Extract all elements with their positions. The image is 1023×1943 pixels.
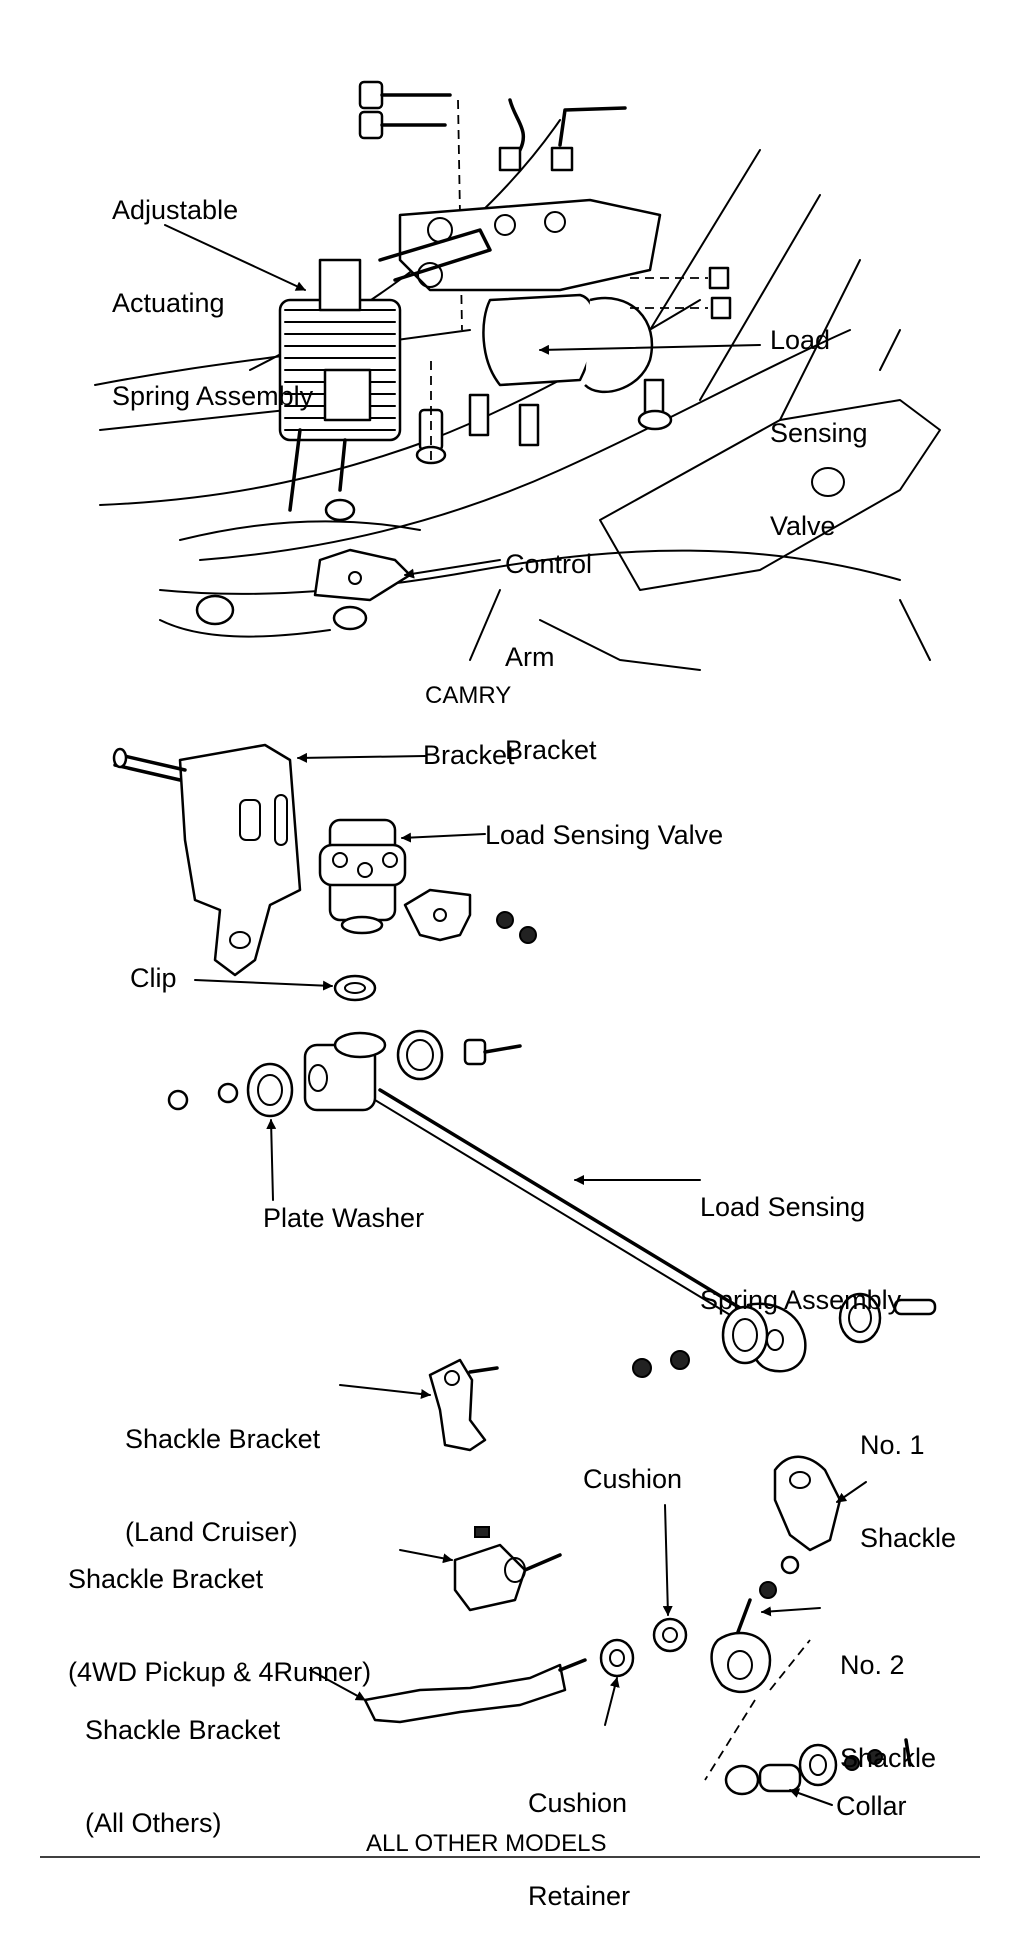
- caption-all-other-models: ALL OTHER MODELS: [366, 1830, 607, 1857]
- label-line: Spring Assembly: [700, 1285, 902, 1315]
- label-line: Load: [770, 325, 831, 355]
- label-line: (Land Cruiser): [125, 1517, 298, 1547]
- label-shackle-bracket-land-cruiser: Shackle Bracket (Land Cruiser): [125, 1362, 320, 1579]
- label-adjustable-actuating-spring-assembly: Adjustable Actuating Spring Assembly: [112, 133, 313, 443]
- exploded-view-drawing: [40, 80, 980, 1858]
- label-line: Shackle Bracket: [68, 1564, 264, 1594]
- label-shackle-bracket-4wd: Shackle Bracket (4WD Pickup & 4Runner): [68, 1502, 371, 1719]
- label-line: (All Others): [85, 1808, 222, 1838]
- label-camry-load-sensing-valve: Load Sensing Valve: [770, 263, 868, 573]
- label-collar: Collar: [836, 1791, 907, 1821]
- label-control-arm-bracket: Control Arm Bracket: [505, 487, 597, 797]
- label-line: Shackle Bracket: [85, 1715, 281, 1745]
- label-line: (4WD Pickup & 4Runner): [68, 1657, 372, 1687]
- spring-rod-part: [303, 1031, 807, 1373]
- label-line: Arm: [505, 642, 555, 672]
- label-line: Shackle: [860, 1523, 957, 1553]
- coil-spring: [278, 228, 492, 442]
- label-no1-shackle: No. 1 Shackle: [860, 1368, 956, 1585]
- label-load-sensing-valve: Load Sensing Valve: [485, 820, 724, 850]
- caption-camry: CAMRY: [425, 682, 512, 709]
- label-plate-washer: Plate Washer: [263, 1203, 425, 1233]
- label-clip: Clip: [130, 963, 177, 993]
- label-bracket: Bracket: [423, 740, 515, 770]
- label-no2-shackle: No. 2 Shackle: [840, 1588, 936, 1805]
- camry-assembly: [94, 80, 941, 671]
- label-load-sensing-spring-assembly: Load Sensing Spring Assembly: [700, 1130, 901, 1347]
- label-cushion: Cushion: [583, 1464, 683, 1494]
- label-line: Cushion: [528, 1788, 628, 1818]
- label-line: Shackle: [840, 1743, 937, 1773]
- valve-part: [318, 818, 407, 935]
- label-line: Sensing: [770, 418, 868, 448]
- label-line: Control: [505, 549, 593, 579]
- label-line: Adjustable: [112, 195, 239, 225]
- label-line: No. 1: [860, 1430, 925, 1460]
- label-line: No. 2: [840, 1650, 905, 1680]
- diagram-canvas: Adjustable Actuating Spring Assembly Loa…: [40, 80, 980, 1911]
- label-line: Actuating: [112, 288, 225, 318]
- label-line: Spring Assembly: [112, 381, 314, 411]
- label-line: Load Sensing: [700, 1192, 866, 1222]
- label-line: Bracket: [505, 735, 597, 765]
- other-models-assembly: [112, 743, 937, 1806]
- label-line: Valve: [770, 511, 836, 541]
- label-line: Shackle Bracket: [125, 1424, 321, 1454]
- label-shackle-bracket-all-others: Shackle Bracket (All Others): [85, 1653, 280, 1870]
- bracket-part: [112, 743, 302, 977]
